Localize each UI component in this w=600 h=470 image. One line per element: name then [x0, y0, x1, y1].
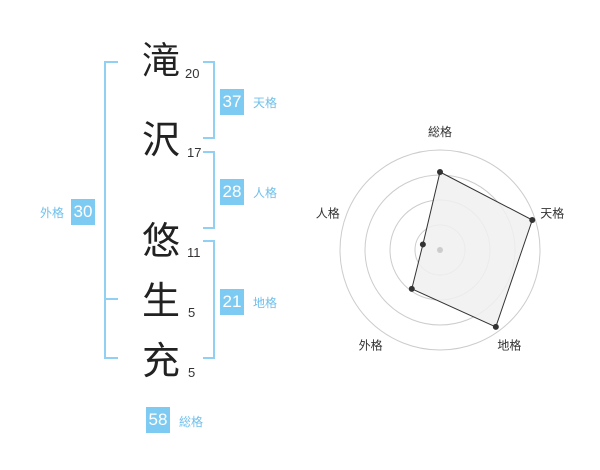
gaikaku-bracket-top	[104, 61, 118, 63]
radar-axis-label-5: 人格	[316, 206, 340, 221]
radar-center-dot	[437, 247, 443, 253]
radar-point-3	[492, 323, 499, 330]
jinkaku-bracket-bottom	[203, 227, 215, 229]
soukaku-value: 58	[146, 407, 170, 433]
gaikaku-bracket-mid	[104, 298, 118, 300]
tenkaku-bracket	[203, 61, 215, 63]
name-char-1-strokes: 20	[185, 66, 200, 81]
chikaku-bracket	[203, 240, 215, 242]
radar-axis-label-3: 地格	[497, 338, 521, 353]
name-char-3-strokes: 11	[187, 245, 201, 260]
radar-ring-4	[339, 149, 541, 351]
tenkaku-bracket-vertical	[213, 61, 215, 139]
chikaku-bracket-vertical	[213, 240, 215, 359]
name-char-2-strokes: 17	[187, 145, 202, 160]
gaikaku-bracket-bottom	[104, 357, 118, 359]
name-char-1: 滝	[141, 39, 180, 83]
jinkaku-value: 28	[220, 179, 244, 205]
radar-score-polygon	[411, 171, 533, 328]
radar-data-points	[408, 169, 536, 330]
tenkaku-bracket-bottom	[203, 137, 215, 139]
radar-point-2	[529, 217, 536, 224]
name-char-5: 充	[141, 339, 180, 383]
radar-axis-label-1: 総格	[428, 124, 452, 139]
gaikaku-value: 30	[71, 199, 95, 225]
radar-point-5	[419, 241, 426, 248]
radar-point-4	[408, 285, 415, 292]
name-char-2: 沢	[141, 118, 180, 162]
gaikaku-bracket-vertical	[104, 61, 106, 359]
jinkaku-bracket	[203, 151, 215, 153]
chikaku-bracket-bottom	[203, 357, 215, 359]
chikaku-value: 21	[220, 289, 244, 315]
gaikaku-label: 外格	[40, 206, 65, 220]
name-char-4: 生	[141, 279, 180, 323]
radar-point-1	[437, 169, 443, 175]
tenkaku-value: 37	[220, 89, 244, 115]
tenkaku-label: 天格	[253, 96, 278, 110]
soukaku-label: 総格	[179, 415, 204, 429]
name-char-5-strokes: 5	[188, 365, 196, 380]
radar-axis-label-2: 天格	[540, 206, 564, 221]
name-char-3: 悠	[141, 219, 180, 263]
radar-axis-label-4: 外格	[359, 338, 383, 353]
chikaku-label: 地格	[253, 296, 278, 310]
jinkaku-label: 人格	[253, 186, 278, 200]
jinkaku-bracket-vertical	[213, 151, 215, 229]
name-char-4-strokes: 5	[188, 305, 196, 320]
